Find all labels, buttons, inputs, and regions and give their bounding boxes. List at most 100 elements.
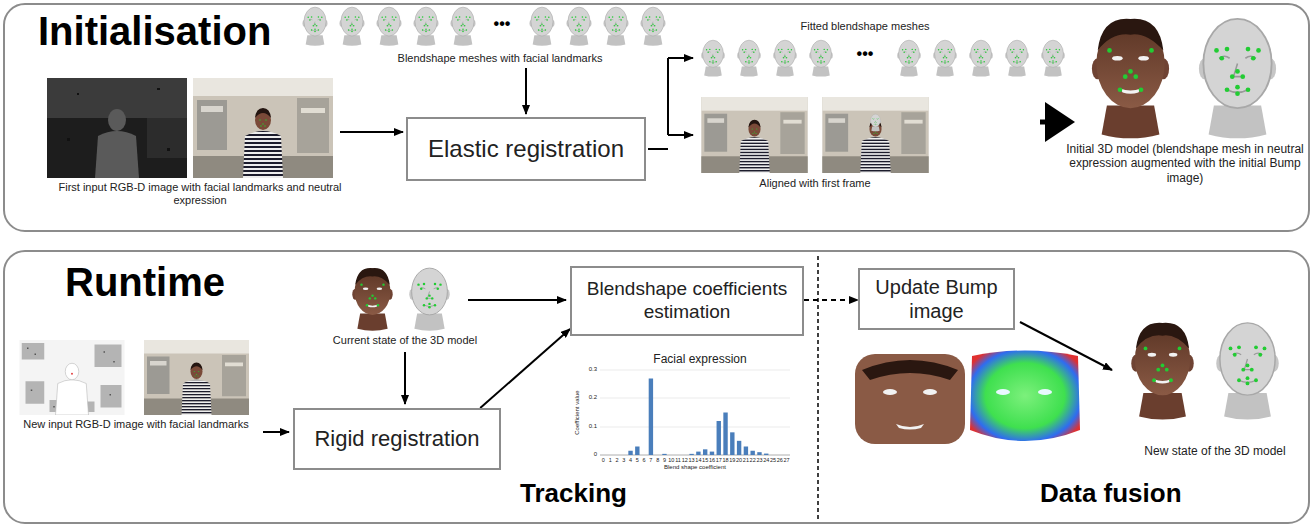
chart-bar (730, 432, 734, 455)
caption-text: First input RGB-D image with facial land… (55, 181, 345, 207)
box-text: Blendshape coefficients estimation (580, 278, 794, 324)
caption-text: 1 (604, 457, 616, 464)
depth-image (47, 78, 187, 178)
caption-text: Aligned with first frame (697, 177, 933, 190)
fitted-mesh (1041, 40, 1065, 76)
blendshape-mesh (530, 7, 555, 46)
caption-text: 0 (582, 451, 597, 458)
rgb-image (193, 78, 333, 178)
blendshape-mesh (414, 7, 439, 46)
gridline (600, 398, 790, 399)
arrow (668, 134, 693, 136)
fitted-mesh (773, 40, 797, 76)
caption-text: 0.2 (582, 394, 597, 401)
box-text: Elastic registration (428, 135, 624, 164)
rgb-image (144, 340, 249, 415)
flow-arrows (263, 256, 1112, 520)
bump-textures (855, 351, 1080, 445)
caption-text: Blend shape coefficient (625, 464, 765, 471)
chart-bar (703, 449, 707, 455)
chart-bar (662, 454, 666, 455)
caption-text: Fitted blendshape meshes (740, 20, 990, 33)
big-arrow (1040, 120, 1070, 125)
arrow (263, 431, 289, 433)
gridline (600, 370, 790, 371)
teeth (896, 424, 924, 430)
new-textured-model (1131, 323, 1193, 420)
aligned-frame (822, 97, 928, 173)
chart-ground (575, 343, 795, 473)
chart-bar (628, 451, 632, 455)
caption-text: New input RGB-D image with facial landma… (20, 418, 252, 431)
section-divider (817, 256, 819, 520)
initial-textured-model (1092, 19, 1169, 139)
chart-bar (696, 452, 700, 455)
chart-bar (723, 413, 727, 456)
chart-bar (710, 452, 714, 455)
depth-image (20, 340, 125, 415)
section-heading: ••• (843, 44, 887, 63)
caption-text: 0.3 (582, 366, 597, 373)
blendshape-mesh (377, 7, 402, 46)
caption-text: 0 (597, 457, 609, 464)
blendshape-mesh (567, 7, 592, 46)
arrow (340, 131, 403, 133)
chart-bar (649, 379, 653, 456)
initial-mesh-model (1199, 19, 1276, 138)
branch-line (648, 58, 668, 149)
fitted-mesh (809, 40, 833, 76)
connector-arrow (804, 299, 858, 301)
arrow (468, 299, 566, 301)
process-box: Blendshape coefficients estimation (570, 266, 804, 336)
process-box: Rigid registration (293, 408, 501, 470)
chart-bar (717, 421, 721, 455)
color-bump-image (855, 354, 965, 444)
eye (996, 389, 1010, 395)
fitted-mesh (897, 40, 921, 76)
process-box: Elastic registration (406, 117, 646, 181)
box-label: Blendshape coefficients estimation (580, 278, 794, 324)
caption-text: 4 (625, 457, 637, 464)
fitted-mesh (933, 40, 957, 76)
blendshape-mesh (641, 7, 666, 46)
current-textured-model (352, 268, 392, 331)
chart-bar (635, 447, 639, 456)
section-heading: Data fusion (1040, 478, 1240, 509)
section-heading: Tracking (520, 478, 680, 509)
arrow (668, 57, 693, 59)
arrow (1020, 322, 1112, 370)
caption-text: 6 (638, 457, 650, 464)
blendshape-mesh (303, 7, 328, 46)
blendshape-mesh (340, 7, 365, 46)
caption-text: New state of the 3D model (1140, 444, 1290, 458)
caption-text: Blendshape meshes with facial landmarks (380, 52, 620, 65)
eye (883, 389, 897, 395)
caption-text: Facial expression (615, 352, 785, 366)
chart-bar (689, 454, 693, 455)
section-heading: ••• (482, 14, 522, 33)
aligned-mesh-overlay (870, 114, 881, 131)
box-text: Update Bump image (868, 275, 1005, 323)
caption-text: 5 (631, 457, 643, 464)
current-mesh-model (409, 268, 449, 331)
caption-text: 7 (645, 457, 657, 464)
process-box: Update Bump image (858, 268, 1015, 330)
box-label: Rigid registration (314, 426, 479, 452)
chart-bar (757, 452, 761, 455)
normal-bump-image (970, 351, 1080, 442)
blendshape-mesh (604, 7, 629, 46)
panel-title: Runtime (65, 260, 225, 304)
chart-bar (737, 441, 741, 455)
eye (1038, 389, 1052, 395)
hair (862, 360, 958, 380)
caption-text: Current state of the 3D model (320, 334, 490, 347)
bar-chart (575, 343, 795, 473)
chart-bar (764, 454, 768, 455)
caption-text: 27 (781, 457, 793, 464)
caption-text: 0.1 (582, 423, 597, 430)
caption-text: Initial 3D model (blendshape mesh in neu… (1065, 142, 1305, 185)
arrow (525, 68, 527, 114)
panel-title: Initialisation (38, 9, 271, 53)
eye (923, 389, 937, 395)
caption-text: 8 (652, 457, 664, 464)
